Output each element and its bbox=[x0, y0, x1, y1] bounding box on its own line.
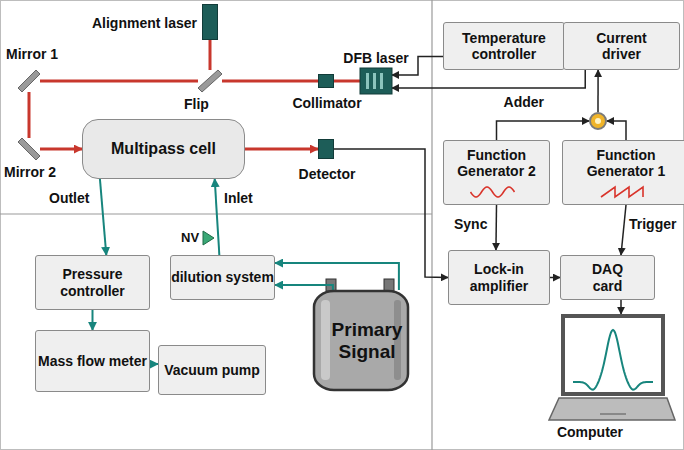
edge-label: Sync bbox=[452, 216, 489, 232]
dfb-laser: DFB laser bbox=[360, 68, 392, 94]
signal-wire bbox=[495, 205, 497, 250]
component-label: Computer bbox=[557, 424, 623, 440]
gas-flow-line bbox=[275, 285, 333, 290]
gas-flow-line bbox=[92, 310, 94, 330]
adder-graphic bbox=[589, 112, 607, 130]
m1-graphic bbox=[18, 70, 40, 92]
daq-box: DAQ card bbox=[560, 255, 655, 300]
box-label: DAQ card bbox=[583, 261, 633, 293]
dfb-graphic bbox=[360, 68, 392, 94]
box-label: Temperature controller bbox=[444, 30, 564, 62]
edge-label: Trigger bbox=[627, 216, 678, 232]
cylinder-nozzle bbox=[384, 279, 394, 291]
gas-flow-line bbox=[275, 263, 399, 290]
mirror: Mirror 1 bbox=[18, 70, 40, 92]
driver-box: Current driver bbox=[563, 22, 680, 70]
signal-wire bbox=[607, 121, 626, 140]
controller-box: Pressure controller bbox=[35, 255, 150, 310]
component-label: Mirror 1 bbox=[6, 46, 58, 62]
adder-circle: Adder bbox=[589, 112, 607, 130]
component-label: Alignment laser bbox=[92, 15, 197, 31]
edge-label: Outlet bbox=[47, 190, 91, 206]
signal-wire bbox=[620, 300, 622, 314]
lock-in-box: Lock-in amplifier bbox=[448, 250, 550, 305]
box-label: Vacuum pump bbox=[164, 362, 260, 378]
collimator: Collimator bbox=[318, 74, 334, 88]
controller-box: Temperature controller bbox=[443, 22, 565, 70]
laptop: Computer bbox=[545, 314, 675, 422]
dilution-box: dilution system bbox=[170, 255, 275, 300]
laser-beam bbox=[40, 148, 82, 151]
component-label: Detector bbox=[299, 166, 356, 182]
m1-graphic bbox=[198, 70, 222, 92]
signal-wire bbox=[392, 70, 585, 88]
detector: Detector bbox=[318, 139, 334, 159]
component-label: Collimator bbox=[292, 95, 361, 111]
signal-wire bbox=[621, 205, 626, 255]
flip-mirror: Flip bbox=[198, 70, 222, 92]
multipass-cell: Multipass cell bbox=[82, 119, 245, 179]
component-label: Flip bbox=[184, 96, 209, 112]
laser-beam bbox=[222, 80, 318, 83]
gas-cylinder: Primary Signal bbox=[312, 290, 422, 392]
gas-flow-line bbox=[215, 179, 220, 255]
flow-meter-box: Mass flow meter bbox=[35, 330, 150, 392]
pump-box: Vacuum pump bbox=[158, 345, 266, 395]
laser-beam bbox=[245, 148, 318, 151]
signal-wire bbox=[550, 277, 560, 279]
gas-flow-line bbox=[100, 179, 106, 255]
m2-graphic bbox=[18, 138, 40, 160]
box-label: Current driver bbox=[587, 30, 657, 62]
needle-valve-symbol bbox=[203, 231, 214, 245]
box-label: Function Generator 1 bbox=[563, 147, 684, 179]
mirror: Mirror 2 bbox=[18, 138, 40, 160]
signal-wire bbox=[597, 70, 599, 112]
function-generator: Function Generator 1 bbox=[562, 140, 684, 205]
function-generator: Function Generator 2 bbox=[443, 140, 550, 205]
box-label: Lock-in amplifier bbox=[449, 261, 549, 293]
box-label: Primary Signal bbox=[312, 319, 422, 363]
gas-flow-line bbox=[150, 363, 158, 365]
pc-graphic bbox=[545, 314, 675, 422]
laser-beam bbox=[40, 80, 198, 83]
box-label: dilution system bbox=[171, 269, 274, 285]
laser-beam bbox=[209, 40, 212, 70]
laser-beam bbox=[28, 92, 31, 138]
signal-wire bbox=[497, 121, 590, 140]
component-label: Mirror 2 bbox=[4, 164, 56, 180]
component-label: Adder bbox=[504, 94, 544, 110]
box-label: Function Generator 2 bbox=[444, 147, 549, 179]
valve-label: NV bbox=[181, 231, 199, 246]
panel-divider bbox=[431, 0, 432, 450]
box-label: Mass flow meter bbox=[38, 353, 147, 369]
box-label: Pressure controller bbox=[36, 266, 149, 298]
component-label: DFB laser bbox=[343, 50, 408, 66]
edge-label: Inlet bbox=[222, 190, 255, 206]
laser-beam bbox=[334, 80, 360, 83]
box-label: Multipass cell bbox=[111, 140, 216, 158]
laser-source: Alignment laser bbox=[202, 4, 218, 40]
